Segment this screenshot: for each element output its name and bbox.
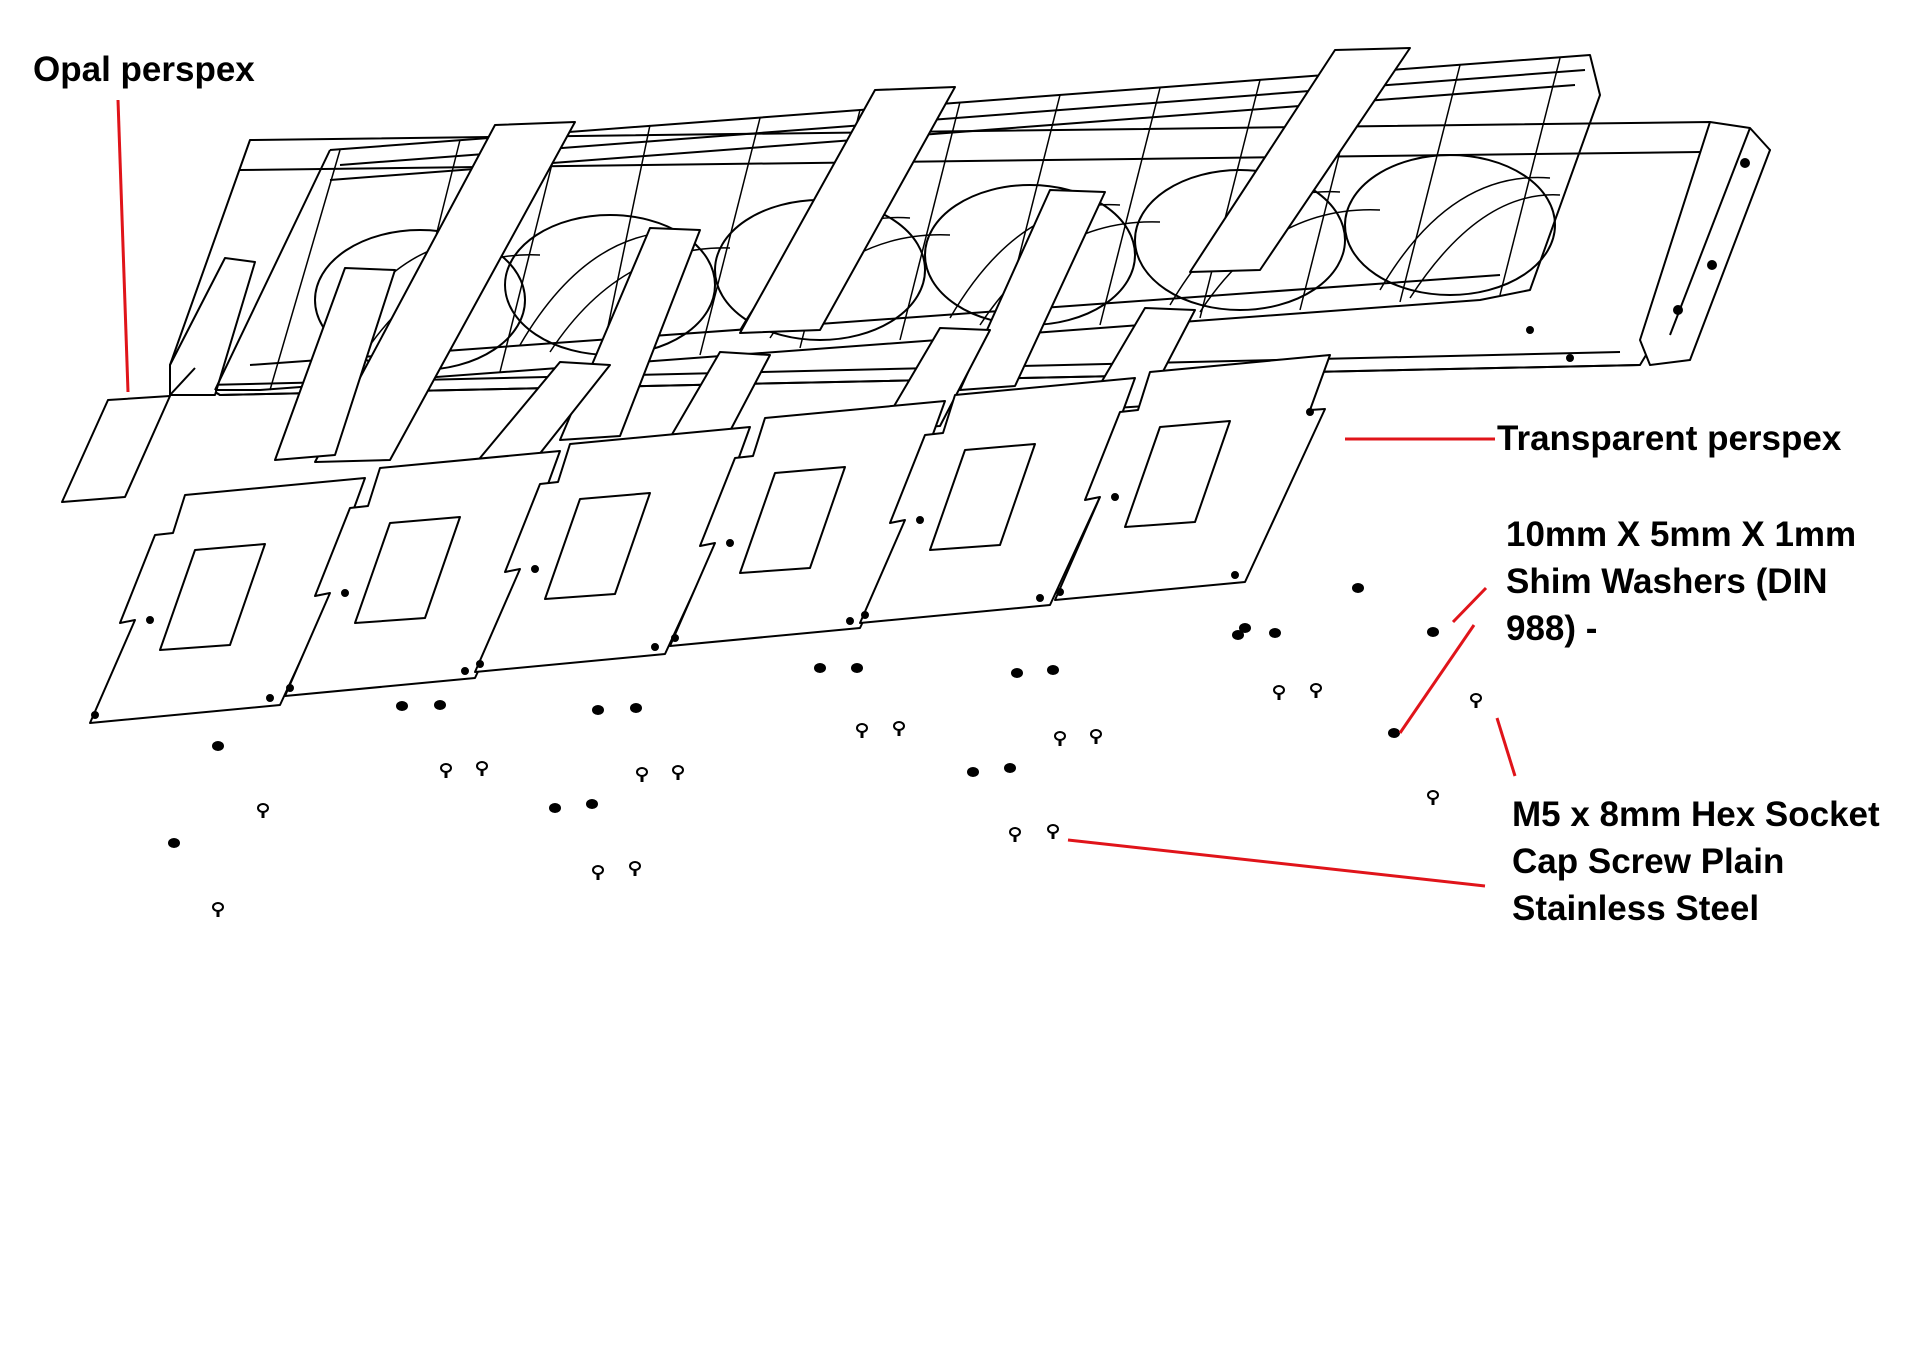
hex-socket-cap-screw	[1054, 731, 1066, 746]
label-opal-perspex: Opal perspex	[33, 50, 255, 89]
hex-socket-cap-screw	[257, 803, 269, 818]
panel-hole	[286, 684, 294, 692]
shim-washer	[851, 663, 863, 673]
opal-perspex-panel	[61, 395, 171, 503]
panel-hole	[266, 694, 274, 702]
shim-washer	[1352, 583, 1364, 593]
panel-hole	[861, 611, 869, 619]
hex-socket-cap-screw	[1427, 790, 1439, 805]
panel-hole	[916, 516, 924, 524]
shim-washers-line-1: 10mm X 5mm X 1mm	[1506, 515, 1857, 554]
panel-hole	[1306, 408, 1314, 416]
shim-washer	[434, 700, 446, 710]
panel-window	[159, 543, 266, 651]
panel-hole	[1036, 594, 1044, 602]
leader-cap-screw-2	[1067, 838, 1486, 888]
panel-hole	[1111, 493, 1119, 501]
panel-window	[1124, 420, 1231, 528]
panel-hole	[1231, 571, 1239, 579]
hex-socket-cap-screw	[636, 767, 648, 782]
shim-washer	[592, 705, 604, 715]
shim-washer	[1427, 627, 1439, 637]
hex-socket-cap-screw	[672, 765, 684, 780]
panel-hole	[341, 589, 349, 597]
shim-washer	[1388, 728, 1400, 738]
hex-socket-cap-screw	[212, 902, 224, 917]
shim-washer	[1269, 628, 1281, 638]
panel-hole	[671, 634, 679, 642]
cap-screw-line-3: Stainless Steel	[1512, 889, 1760, 928]
hex-socket-cap-screw	[476, 761, 488, 776]
leader-shim-washers-2	[1398, 624, 1476, 734]
panel-window	[354, 516, 461, 624]
label-transparent-perspex: Transparent perspex	[1497, 419, 1842, 458]
label-shim-washers: 10mm X 5mm X 1mm Shim Washers (DIN 988) …	[1506, 511, 1856, 652]
fasteners	[168, 583, 1482, 917]
shim-washer	[1232, 630, 1244, 640]
panel-hole	[476, 660, 484, 668]
panel-hole	[461, 667, 469, 675]
hex-socket-cap-screw	[440, 763, 452, 778]
shim-washer	[549, 803, 561, 813]
label-cap-screw: M5 x 8mm Hex Socket Cap Screw Plain Stai…	[1512, 791, 1880, 932]
leader-opal-perspex	[116, 99, 130, 393]
shim-washer	[396, 701, 408, 711]
shim-washer	[1047, 665, 1059, 675]
leader-shim-washers-1	[1451, 586, 1488, 624]
hex-socket-cap-screw	[592, 865, 604, 880]
panel-window	[929, 443, 1036, 551]
cap-screw-line-1: M5 x 8mm Hex Socket	[1512, 795, 1880, 834]
panel-hole	[846, 617, 854, 625]
panel-window	[544, 492, 651, 600]
transparent-perspex-panel	[1054, 354, 1331, 601]
shim-washers-line-3: 988) -	[1506, 609, 1598, 648]
hex-socket-cap-screw	[1090, 729, 1102, 744]
panel-hole	[726, 539, 734, 547]
panel-window	[739, 466, 846, 574]
shim-washer	[1239, 623, 1251, 633]
hex-socket-cap-screw	[1009, 827, 1021, 842]
panel-hole	[651, 643, 659, 651]
shim-washer	[1011, 668, 1023, 678]
hex-socket-cap-screw	[1310, 683, 1322, 698]
shim-washer	[1004, 763, 1016, 773]
shim-washer	[967, 767, 979, 777]
panel-hole	[91, 711, 99, 719]
hex-socket-cap-screw	[856, 723, 868, 738]
hex-socket-cap-screw	[629, 861, 641, 876]
transparent-perspex-panels	[89, 354, 1331, 724]
hex-socket-cap-screw	[893, 721, 905, 736]
panel-hole	[1056, 588, 1064, 596]
panel-hole	[146, 616, 154, 624]
hex-socket-cap-screw	[1273, 685, 1285, 700]
shim-washer	[212, 741, 224, 751]
shim-washers-line-2: Shim Washers (DIN	[1506, 562, 1828, 601]
hex-socket-cap-screw	[1047, 824, 1059, 839]
hex-socket-cap-screw	[1470, 693, 1482, 708]
panel-hole	[531, 565, 539, 573]
cap-screw-line-2: Cap Screw Plain	[1512, 842, 1785, 881]
shim-washer	[814, 663, 826, 673]
shim-washer	[586, 799, 598, 809]
shim-washer	[168, 838, 180, 848]
leader-cap-screw-1	[1495, 717, 1517, 777]
shim-washer	[630, 703, 642, 713]
leader-lines	[116, 99, 1517, 888]
